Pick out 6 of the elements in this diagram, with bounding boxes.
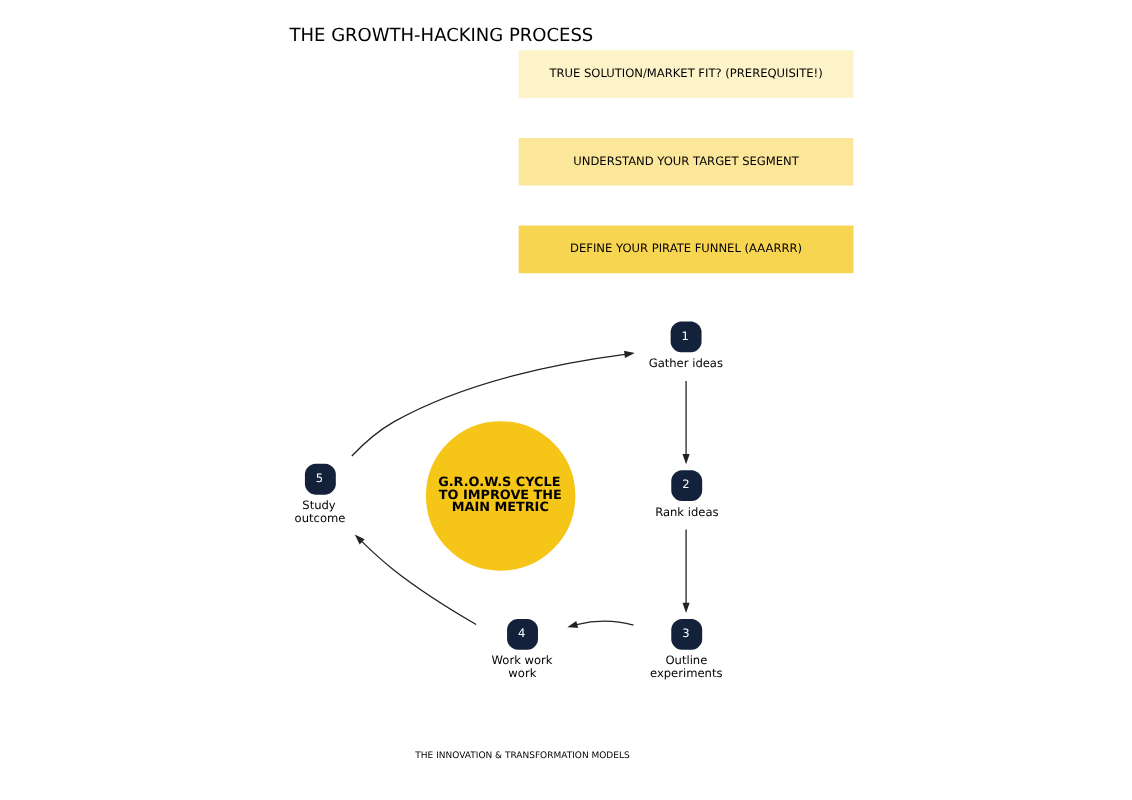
arrow (682, 380, 690, 465)
arrow (567, 620, 635, 628)
arrow (351, 350, 635, 457)
arrow (354, 534, 477, 626)
diagram-title: THE GROWTH-HACKING PROCESS (289, 26, 594, 47)
arrow (682, 528, 690, 613)
